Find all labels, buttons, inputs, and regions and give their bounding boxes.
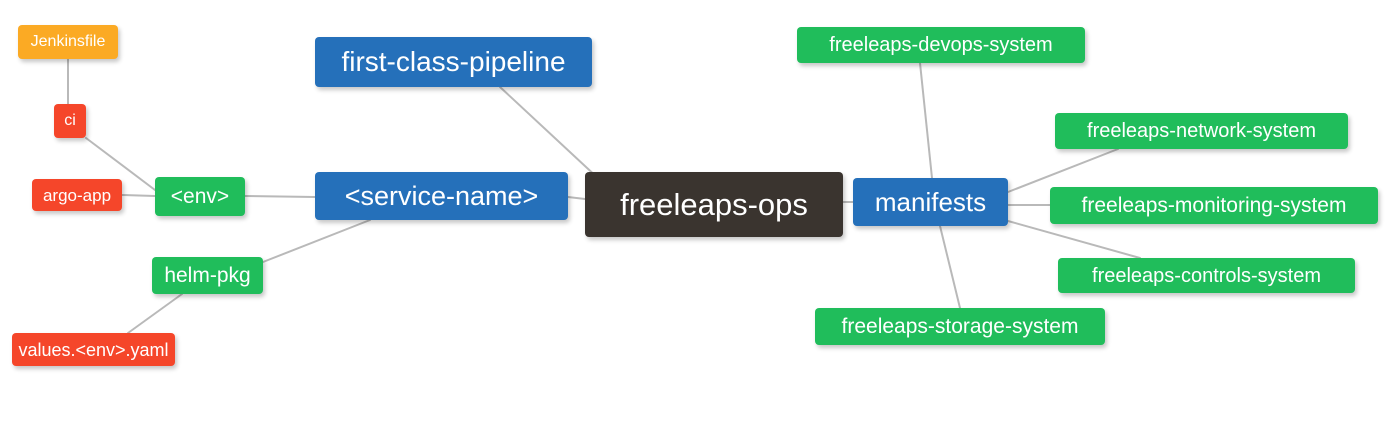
edge-env-to-argo-app xyxy=(121,194,156,197)
edge-service-name-to-env xyxy=(244,195,316,198)
node-jenkinsfile[interactable]: Jenkinsfile xyxy=(18,25,118,59)
edge-manifests-to-freeleaps-network-system xyxy=(1007,148,1119,193)
node-freeleaps-ops[interactable]: freeleaps-ops xyxy=(585,172,843,237)
node-freeleaps-devops-system[interactable]: freeleaps-devops-system xyxy=(797,27,1085,63)
edge-manifests-to-freeleaps-storage-system xyxy=(939,225,961,309)
node-argo-app[interactable]: argo-app xyxy=(32,179,122,211)
node-manifests[interactable]: manifests xyxy=(853,178,1008,226)
edge-manifests-to-freeleaps-controls-system xyxy=(1007,220,1141,259)
node-freeleaps-network-system[interactable]: freeleaps-network-system xyxy=(1055,113,1348,149)
edge-env-to-ci xyxy=(85,137,156,191)
node-freeleaps-monitoring-system[interactable]: freeleaps-monitoring-system xyxy=(1050,187,1378,224)
node-env[interactable]: <env> xyxy=(155,177,245,216)
node-freeleaps-controls-system[interactable]: freeleaps-controls-system xyxy=(1058,258,1355,293)
edge-helm-pkg-to-values-env-yaml xyxy=(127,293,183,334)
node-freeleaps-storage-system[interactable]: freeleaps-storage-system xyxy=(815,308,1105,345)
node-service-name[interactable]: <service-name> xyxy=(315,172,568,220)
node-helm-pkg[interactable]: helm-pkg xyxy=(152,257,263,294)
edge-manifests-to-freeleaps-devops-system xyxy=(919,62,933,179)
node-ci[interactable]: ci xyxy=(54,104,86,138)
edge-freeleaps-ops-to-service-name xyxy=(567,196,586,200)
node-values-env-yaml[interactable]: values.<env>.yaml xyxy=(12,333,175,366)
edge-service-name-to-helm-pkg xyxy=(262,219,371,263)
edge-freeleaps-ops-to-first-class-pipeline xyxy=(499,86,601,181)
node-first-class-pipeline[interactable]: first-class-pipeline xyxy=(315,37,592,87)
